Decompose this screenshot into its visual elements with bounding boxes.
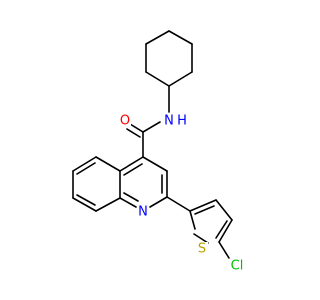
amide-hydrogen-atom-label: H bbox=[177, 114, 187, 129]
bond bbox=[129, 123, 144, 133]
bond bbox=[215, 220, 228, 239]
bond bbox=[76, 194, 96, 206]
bond bbox=[193, 233, 209, 244]
oxygen-atom-label: O bbox=[120, 114, 130, 129]
bond bbox=[194, 205, 215, 215]
bond bbox=[189, 210, 196, 230]
bond bbox=[218, 241, 230, 259]
bond bbox=[149, 196, 168, 208]
bond bbox=[142, 121, 161, 133]
bond bbox=[119, 156, 144, 172]
bond bbox=[166, 196, 191, 212]
ring-nitrogen-atom-label: N bbox=[138, 205, 148, 220]
molecule-canvas: O N H N S Cl bbox=[72, 30, 246, 274]
amide-nitrogen-atom-label: N bbox=[164, 114, 174, 129]
bond bbox=[189, 199, 217, 212]
bond bbox=[123, 163, 143, 176]
bond bbox=[95, 197, 121, 212]
bond bbox=[215, 199, 233, 221]
bond bbox=[72, 156, 97, 172]
bond bbox=[76, 162, 96, 175]
bond-layer bbox=[72, 30, 233, 259]
atom-label-layer: O N H N S Cl bbox=[119, 114, 246, 274]
bond bbox=[168, 30, 193, 45]
chlorine-atom-label: Cl bbox=[231, 259, 244, 274]
bond bbox=[142, 156, 168, 172]
bond bbox=[145, 30, 170, 45]
bond bbox=[145, 71, 170, 87]
bond bbox=[218, 219, 233, 243]
bond bbox=[168, 71, 193, 87]
bond bbox=[126, 128, 141, 138]
bond bbox=[123, 192, 139, 202]
bond bbox=[72, 197, 97, 212]
bond bbox=[119, 197, 137, 208]
sulfur-atom-label: S bbox=[198, 242, 206, 257]
bond bbox=[95, 156, 121, 172]
molecule-drawing: O N H N S Cl bbox=[72, 30, 246, 274]
